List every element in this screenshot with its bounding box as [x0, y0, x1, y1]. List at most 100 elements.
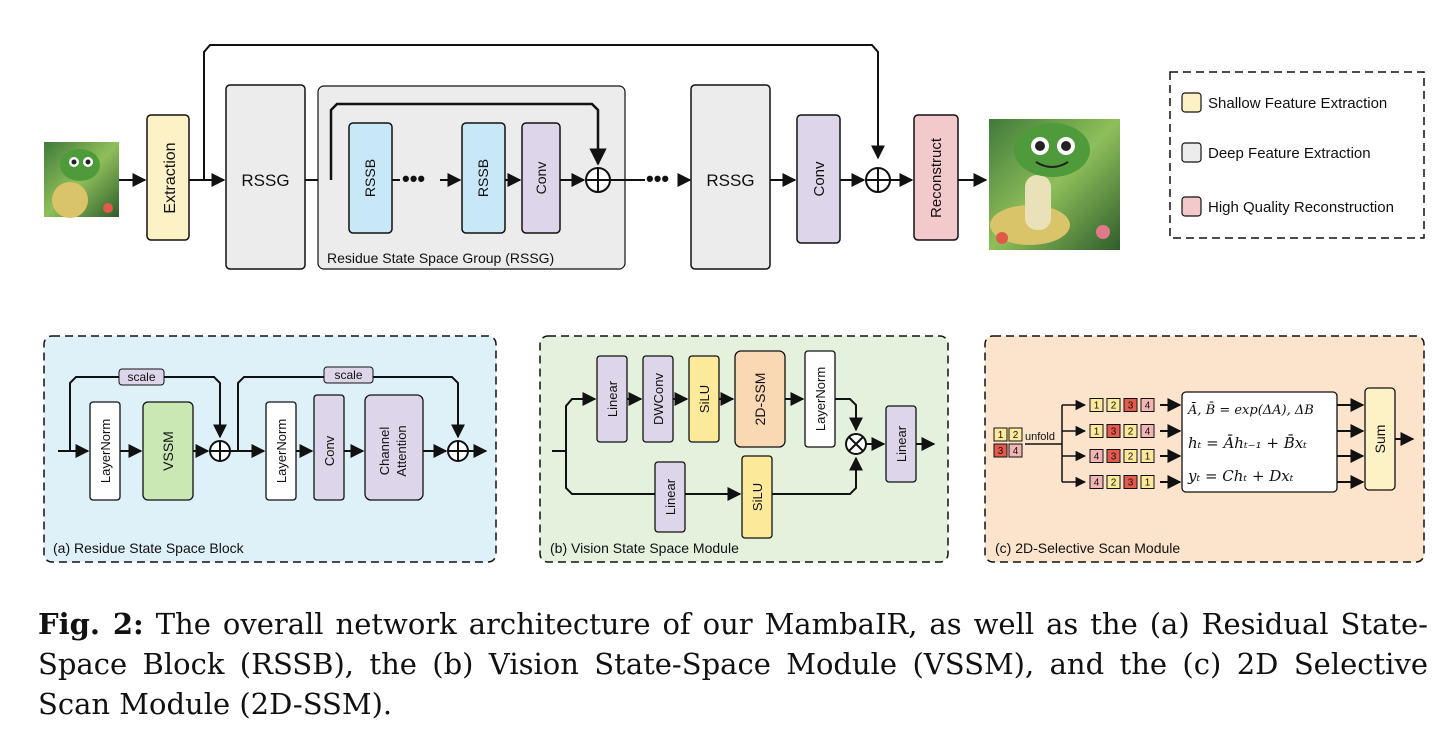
panel-a: (a) Residue State Space Block scale Laye… — [43, 335, 497, 563]
layernorm-label: LayerNorm — [98, 419, 113, 483]
ssm-label: 2D-SSM — [752, 373, 768, 426]
rssb-block-2 — [461, 122, 506, 234]
reconstruct-block — [913, 114, 959, 241]
figure-caption: Fig. 2: The overall network architecture… — [38, 604, 1428, 724]
scan-cell-digit: 4 — [1094, 478, 1100, 489]
svg-text:1: 1 — [998, 430, 1004, 441]
extraction-label: Extraction — [162, 142, 179, 213]
scan-cell-digit: 1 — [1145, 452, 1151, 463]
conv-block-1 — [521, 122, 561, 234]
extraction-block — [146, 114, 190, 241]
linear-label: Linear — [605, 380, 620, 417]
linear-label: Linear — [894, 425, 909, 462]
scan-cell — [1106, 449, 1121, 463]
legend-label: High Quality Reconstruction — [1208, 199, 1394, 216]
silu-label: SiLU — [750, 483, 765, 511]
svg-text:•••: ••• — [646, 166, 669, 191]
scan-cell — [1123, 398, 1138, 412]
scale-label-1: scale — [127, 370, 155, 384]
scan-cell — [1106, 398, 1121, 412]
rssg-label-2: RSSG — [706, 171, 754, 190]
legend-label: Shallow Feature Extraction — [1208, 95, 1387, 112]
panel-c-title: (c) 2D-Selective Scan Module — [995, 540, 1180, 556]
unfold-label: unfold — [1025, 431, 1055, 443]
scan-cell-digit: 4 — [1145, 401, 1151, 412]
scan-cell — [1140, 475, 1155, 489]
scan-cell — [1089, 424, 1104, 438]
add-node-2 — [865, 167, 891, 193]
legend-item-shallow: Shallow Feature Extraction — [1181, 92, 1387, 113]
scan-cell-digit: 1 — [1094, 427, 1100, 438]
scan-cell — [1140, 424, 1155, 438]
equation-1: Ā, B̄ = exp(ΔA), ΔB — [1187, 402, 1314, 418]
linear-block-b2 — [654, 461, 686, 533]
rssg-block-1 — [225, 84, 306, 270]
conv-label-a: Conv — [322, 435, 337, 466]
svg-text:•••: ••• — [402, 166, 425, 191]
scan-cell-digit: 1 — [1094, 401, 1100, 412]
scan-cell — [1089, 398, 1104, 412]
panel-c: (c) 2D-Selective Scan Module 1 2 3 4 unf… — [984, 335, 1425, 563]
channel-label: Channel — [377, 427, 392, 476]
equation-2: hₜ = Āhₜ₋₁ + B̄xₜ — [1188, 434, 1307, 452]
patch-grid: 1 2 3 4 — [993, 427, 1023, 458]
legend-item-deep: Deep Feature Extraction — [1181, 142, 1371, 163]
scan-cell — [1123, 449, 1138, 463]
conv-block-a — [313, 394, 345, 501]
scan-cell-digit: 1 — [1145, 478, 1151, 489]
rssb-block-1 — [348, 122, 393, 234]
rssb-label-1: RSSB — [362, 159, 378, 197]
layernorm-label: LayerNorm — [274, 419, 289, 483]
multiply-node — [845, 433, 867, 455]
legend: Shallow Feature Extraction Deep Feature … — [1169, 71, 1425, 239]
linear-label: Linear — [663, 478, 678, 515]
svg-text:2: 2 — [1013, 430, 1019, 441]
equation-3: yₜ = Chₜ + Dxₜ — [1187, 467, 1294, 485]
channel-attention-block — [364, 394, 424, 501]
scale-label-2: scale — [334, 368, 362, 382]
scan-cell — [1089, 449, 1104, 463]
add-node-a2 — [447, 440, 469, 462]
scan-cell — [1123, 424, 1138, 438]
caption-label: Fig. 2: — [38, 607, 144, 641]
scan-cell — [1140, 449, 1155, 463]
scan-cell-digit: 2 — [1111, 478, 1117, 489]
scan-cell-digit: 4 — [1094, 452, 1100, 463]
silu-label: SiLU — [697, 385, 712, 413]
scan-cell — [1123, 475, 1138, 489]
conv-label-2: Conv — [811, 161, 828, 197]
caption-text: The overall network architecture of our … — [38, 607, 1428, 721]
scan-cell-digit: 4 — [1145, 427, 1151, 438]
legend-label: Deep Feature Extraction — [1208, 145, 1371, 162]
legend-item-reconstruct: High Quality Reconstruction — [1181, 196, 1394, 217]
scan-cell-digit: 3 — [1111, 452, 1117, 463]
scan-cell-digit: 2 — [1111, 401, 1117, 412]
reconstruct-label: Reconstruct — [928, 137, 945, 218]
rssg-group-label: Residue State Space Group (RSSG) — [327, 250, 554, 266]
output-image — [989, 119, 1120, 250]
rssg-block-2 — [690, 84, 771, 270]
vssm-label: VSSM — [160, 431, 176, 471]
input-image — [44, 142, 119, 218]
scan-cell-digit: 2 — [1128, 452, 1134, 463]
scan-cell — [1106, 475, 1121, 489]
silu-block-2 — [741, 455, 773, 539]
add-node-1 — [585, 167, 611, 193]
rssg-label-1: RSSG — [241, 171, 289, 190]
add-node-a1 — [209, 440, 231, 462]
scan-cell — [1089, 475, 1104, 489]
scan-cell — [1106, 424, 1121, 438]
rssb-label-2: RSSB — [475, 159, 491, 197]
architecture-diagram: Extraction RSSG Residue State Space Grou… — [43, 44, 1425, 563]
panel-b-title: (b) Vision State Space Module — [550, 540, 739, 556]
conv-label-1: Conv — [533, 162, 549, 195]
scan-cell-digit: 3 — [1128, 401, 1134, 412]
scan-cell-digit: 3 — [1128, 478, 1134, 489]
scan-cell — [1140, 398, 1155, 412]
panel-a-title: (a) Residue State Space Block — [53, 540, 245, 556]
panel-b: (b) Vision State Space Module Linear DWC… — [539, 335, 949, 563]
